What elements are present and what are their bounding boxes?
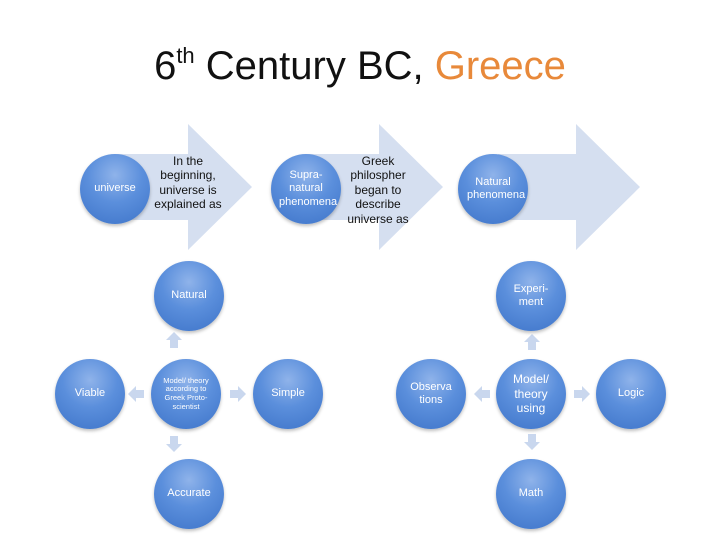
right-cluster-observations: Observa tions [396,359,466,429]
right-connector-left [474,386,490,402]
left-cluster-simple: Simple [253,359,323,429]
right-cluster-math: Math [496,459,566,529]
process-arrow-2 [307,124,443,250]
right-cluster-center: Model/ theory using [496,359,566,429]
title-middle: Century BC, [194,44,435,88]
process-node-natural: Natural phenomena [458,154,528,224]
title-superscript: th [176,43,195,68]
slide-title: 6th Century BC, Greece [0,43,720,88]
process-arrow-1 [116,124,252,250]
left-connector-right [230,386,246,402]
right-connector-right [574,386,590,402]
right-connector-up [524,334,540,350]
title-accent: Greece [434,44,566,88]
left-cluster-accurate: Accurate [154,459,224,529]
process-step-text-1: In the beginning, universe is explained … [154,154,222,212]
process-node-supranatural: Supra-natural phenomena [271,154,341,224]
process-step-text-2: Greek philospher began to describe unive… [347,154,409,226]
process-arrow-3 [498,124,640,250]
right-cluster-logic: Logic [596,359,666,429]
left-cluster-center: Model/ theory according to Greek Proto-s… [151,359,221,429]
process-node-universe: universe [80,154,150,224]
right-cluster-experiment: Experi-ment [496,261,566,331]
right-connector-down [524,434,540,450]
title-number: 6 [154,44,177,88]
left-connector-up [166,332,182,348]
left-connector-down [166,436,182,452]
left-cluster-viable: Viable [55,359,125,429]
left-cluster-natural: Natural [154,261,224,331]
left-connector-left [128,386,144,402]
